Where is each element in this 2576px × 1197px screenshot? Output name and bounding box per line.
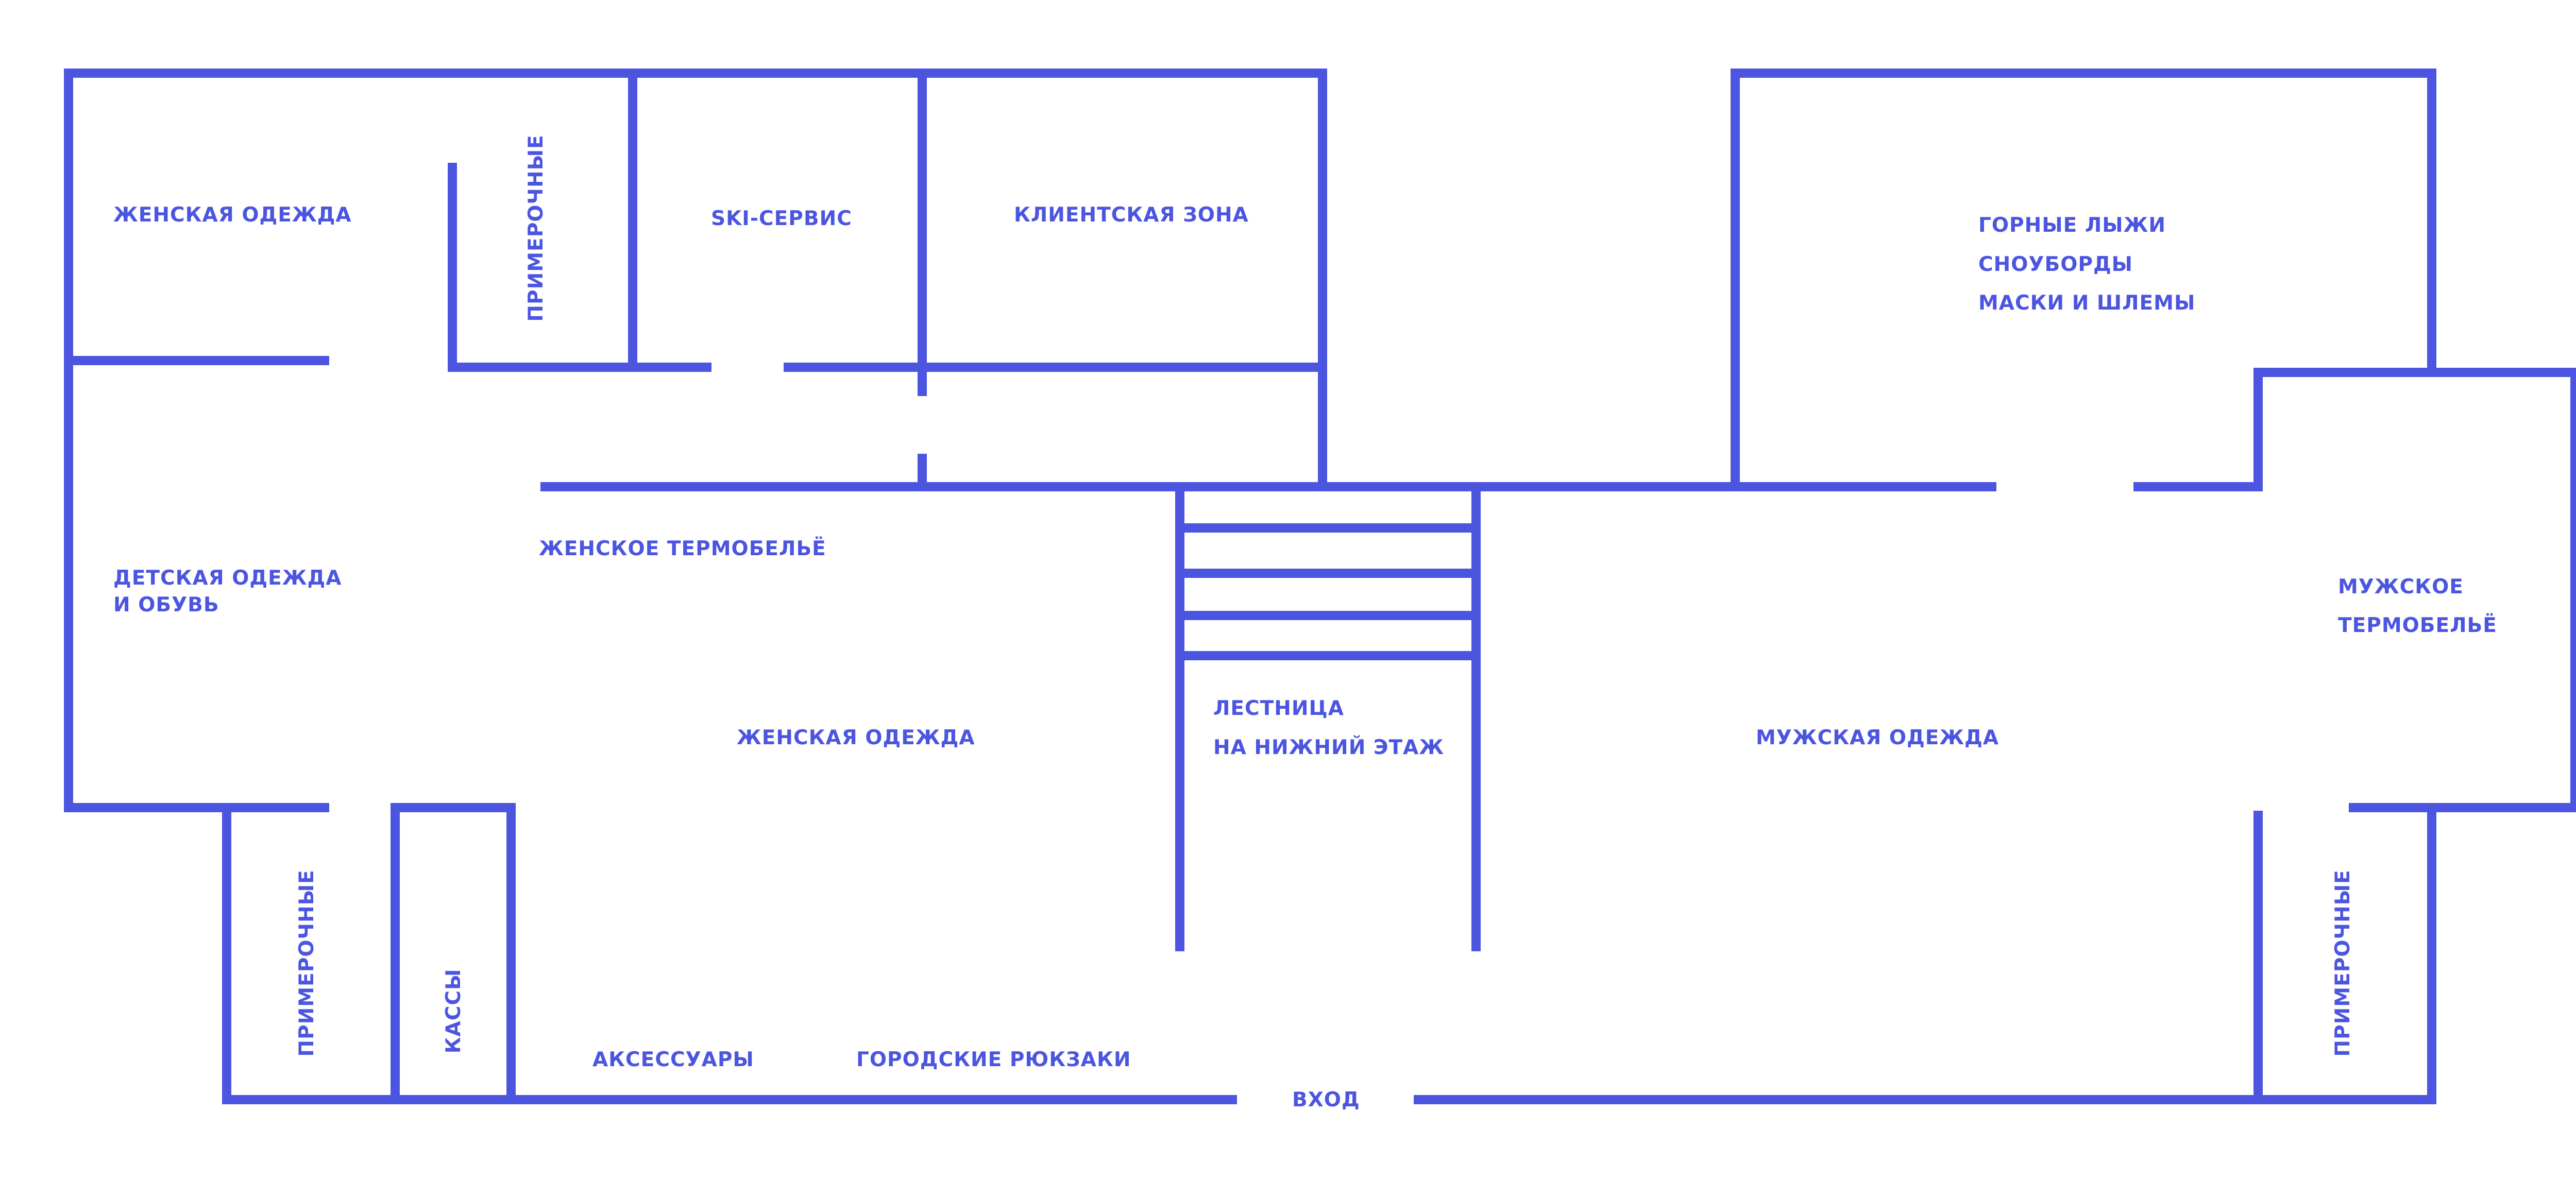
label-womens-clothing-main: ЖЕНСКАЯ ОДЕЖДА bbox=[737, 726, 975, 749]
label-fitting-rooms-left: ПРИМЕРОЧНЫЕ bbox=[295, 869, 318, 1056]
label-masks-helmets: МАСКИ И ШЛЕМЫ bbox=[1978, 292, 2195, 315]
label-accessories: АКСЕССУАРЫ bbox=[592, 1048, 754, 1071]
label-client-zone: КЛИЕНТСКАЯ ЗОНА bbox=[1014, 203, 1249, 227]
label-ski-service: SKI-СЕРВИС bbox=[711, 207, 852, 230]
label-city-backpacks: ГОРОДСКИЕ РЮКЗАКИ bbox=[856, 1048, 1131, 1071]
label-fitting-rooms-right: ПРИМЕРОЧНЫЕ bbox=[2331, 869, 2354, 1056]
label-alpine-skis: ГОРНЫЕ ЛЫЖИ bbox=[1978, 214, 2166, 237]
label-mens-clothing: МУЖСКАЯ ОДЕЖДА bbox=[1756, 726, 1999, 749]
label-entrance: ВХОД bbox=[1292, 1088, 1360, 1112]
label-stairs-line2: НА НИЖНИЙ ЭТАЖ bbox=[1213, 735, 1444, 759]
label-kids-line2: И ОБУВЬ bbox=[113, 593, 219, 617]
label-mens-thermal-line2: ТЕРМОБЕЛЬЁ bbox=[2338, 613, 2497, 637]
label-snowboards: СНОУБОРДЫ bbox=[1978, 253, 2133, 276]
label-stairs-line1: ЛЕСТНИЦА bbox=[1213, 697, 1344, 720]
label-cash-desks: КАССЫ bbox=[442, 969, 465, 1054]
label-womens-thermal: ЖЕНСКОЕ ТЕРМОБЕЛЬЁ bbox=[539, 536, 826, 560]
walls bbox=[64, 69, 2576, 1104]
label-mens-thermal-line1: МУЖСКОЕ bbox=[2338, 575, 2464, 598]
label-fitting-rooms-top: ПРИМЕРОЧНЫЕ bbox=[524, 134, 548, 321]
label-womens-clothing-top: ЖЕНСКАЯ ОДЕЖДА bbox=[113, 203, 352, 227]
label-kids-line1: ДЕТСКАЯ ОДЕЖДА bbox=[113, 567, 342, 590]
